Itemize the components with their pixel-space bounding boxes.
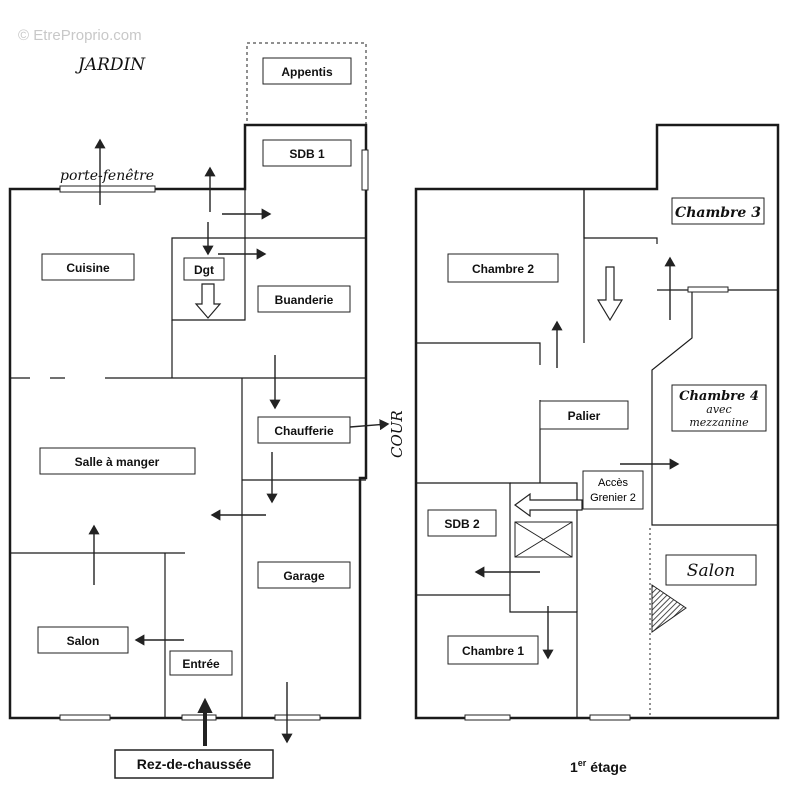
first-floor-outer-wall: [414, 123, 780, 720]
room-buanderie: Buanderie: [275, 293, 334, 307]
room-salon: Salon: [67, 634, 100, 648]
room-salon-1er: Salon: [687, 561, 735, 581]
attic-access-arrow: [513, 492, 583, 518]
down-stairs-icon-1er: [596, 266, 624, 322]
chambre1-box: [447, 635, 539, 665]
garage-box: [257, 561, 351, 589]
buanderie-box: [257, 285, 351, 313]
room-chambre2: Chambre 2: [472, 262, 534, 276]
french-window: [59, 185, 156, 193]
window-chambre1: [464, 714, 511, 721]
sdb1-box: [262, 139, 352, 167]
room-appentis: Appentis: [281, 65, 333, 79]
window-chambre3: [687, 286, 729, 293]
room-entree: Entrée: [182, 657, 220, 671]
sdb2-box: [427, 509, 497, 537]
salle-a-manger-box: [39, 447, 196, 475]
acces-grenier-line1: Accès: [598, 477, 628, 489]
palier-box: [539, 400, 629, 430]
watermark: © EtreProprio.com: [18, 27, 142, 44]
cuisine-box: [41, 253, 135, 281]
chambre4-box: [671, 384, 767, 432]
room-chambre3: Chambre 3: [675, 205, 761, 221]
window-sdb1: [361, 149, 369, 191]
wall-sdb2: [416, 482, 578, 718]
down-stairs-icon: [194, 283, 222, 319]
room-sdb2: SDB 2: [444, 517, 480, 531]
ground-floor-title: Rez-de-chaussée: [137, 756, 252, 772]
garden-label: JARDIN: [75, 55, 146, 75]
ground-floor-outer-wall: [8, 123, 368, 720]
room-garage: Garage: [283, 569, 325, 583]
room-chambre1: Chambre 1: [462, 644, 524, 658]
dgt-box: [183, 257, 225, 281]
wall-dgt: [171, 237, 246, 321]
first-floor-plan: Chambre 2 Chambre 3 Palier Chambre 4 ave…: [414, 123, 780, 775]
room-dgt: Dgt: [194, 263, 214, 277]
appentis-box: [262, 57, 352, 85]
room-chambre4-line3: mezzanine: [689, 416, 749, 429]
window-garage: [274, 714, 321, 721]
chambre3-box: [671, 197, 765, 225]
wall-chambre4: [651, 290, 778, 526]
wall-chambre2-bottom: [416, 342, 541, 365]
window-salon-1er: [589, 714, 631, 721]
chaufferie-box: [257, 416, 351, 444]
room-cuisine: Cuisine: [66, 261, 110, 275]
room-salle-a-manger: Salle à manger: [75, 455, 160, 469]
entry-arrow-icon: [197, 697, 213, 746]
ground-floor-plan: JARDIN porte-fenêtre COUR Appentis SDB 1…: [8, 42, 406, 779]
room-chambre4-line1: Chambre 4: [679, 389, 759, 404]
window-entree: [181, 714, 217, 721]
chambre2-box: [447, 253, 559, 283]
room-chaufferie: Chaufferie: [274, 424, 334, 438]
room-chambre4-line2: avec: [706, 403, 731, 416]
acces-grenier-line2: Grenier 2: [590, 492, 636, 504]
salon-box: [37, 626, 129, 654]
stair-cross: [514, 521, 573, 558]
french-window-label: porte-fenêtre: [60, 168, 154, 184]
yard-label: COUR: [388, 410, 406, 458]
acces-grenier-box: [582, 470, 644, 510]
room-palier: Palier: [568, 409, 601, 423]
room-sdb1: SDB 1: [289, 147, 325, 161]
window-salon: [59, 714, 111, 721]
first-floor-title: 1er étage: [570, 758, 627, 775]
wall-stair: [510, 482, 578, 612]
ground-floor-title-box: [114, 749, 274, 779]
stair-hatch: [651, 584, 687, 633]
salon-1er-box: [665, 554, 757, 586]
entree-box: [169, 650, 233, 676]
